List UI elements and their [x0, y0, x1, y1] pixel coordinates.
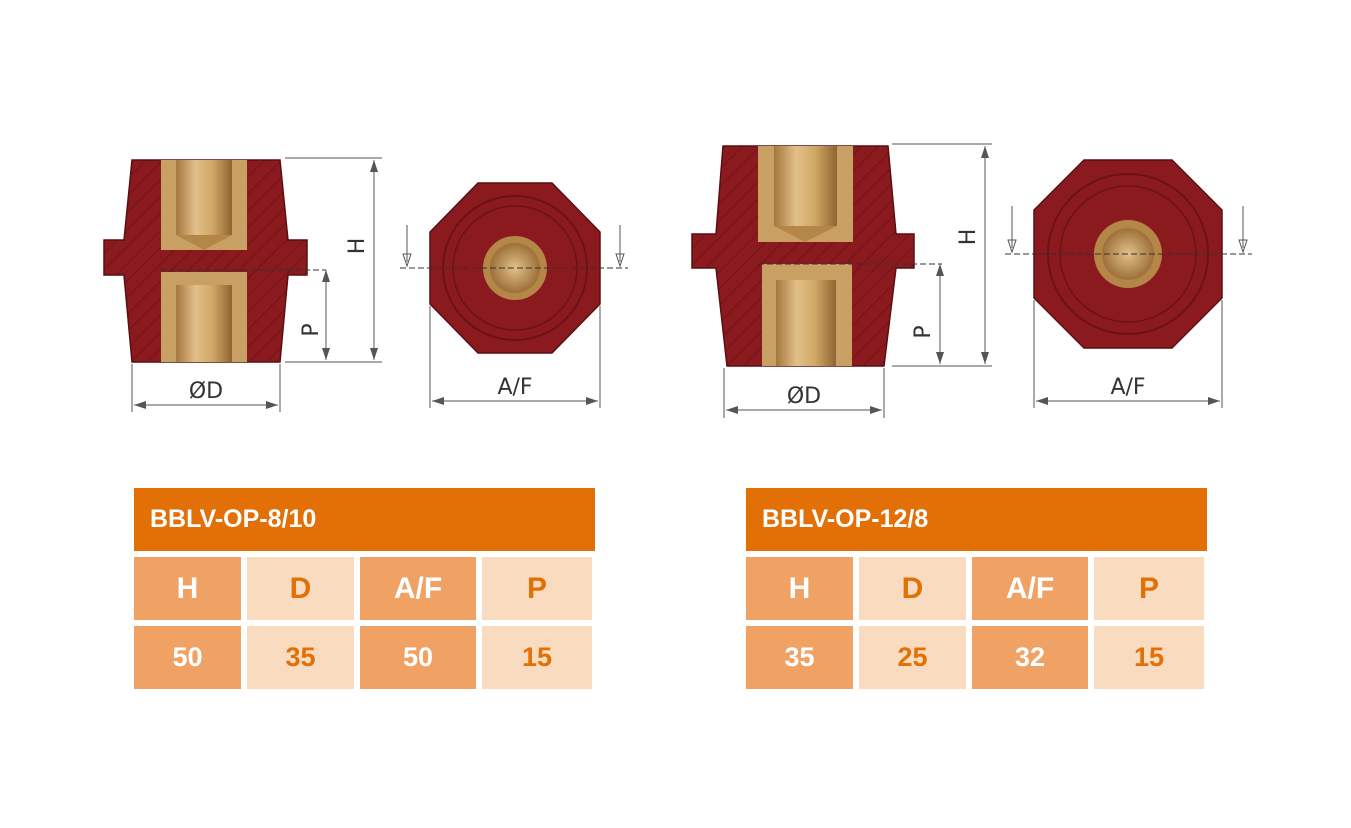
insulator-body — [691, 145, 915, 367]
upper-drill-point — [176, 235, 232, 250]
spec-table: BBLV-OP-12/8 H D A/F P 35 25 32 15 — [746, 488, 1207, 689]
value-row: 35 25 32 15 — [746, 626, 1207, 689]
lower-threaded-bore — [776, 280, 836, 366]
technical-drawing: H P ØD — [103, 157, 628, 412]
header-d: D — [247, 557, 354, 620]
product-title: BBLV-OP-12/8 — [746, 488, 1207, 551]
p-dimension-label: P — [911, 325, 936, 338]
product-bblv-op-8-10: H P ØD — [0, 0, 660, 828]
side-section-view: H P ØD — [103, 157, 382, 412]
product-bblv-op-12-8: H P ØD — [600, 0, 1260, 828]
header-af: A/F — [972, 557, 1088, 620]
value-d: 25 — [859, 626, 966, 689]
insulator-body — [103, 159, 308, 363]
top-view: A/F — [400, 182, 628, 408]
header-h: H — [746, 557, 853, 620]
product-title: BBLV-OP-8/10 — [134, 488, 595, 551]
h-dimension-label: H — [345, 238, 370, 255]
p-dimension-label: P — [299, 323, 324, 336]
header-h: H — [134, 557, 241, 620]
side-section-view: H P ØD — [691, 143, 992, 418]
header-row: H D A/F P — [134, 557, 595, 620]
upper-threaded-bore — [774, 146, 837, 226]
spec-table: BBLV-OP-8/10 H D A/F P 50 35 50 15 — [134, 488, 595, 689]
header-af: A/F — [360, 557, 476, 620]
upper-drill-point — [774, 226, 837, 242]
af-dimension-label: A/F — [1110, 375, 1145, 400]
value-d: 35 — [247, 626, 354, 689]
header-p: P — [1094, 557, 1204, 620]
top-view: A/F — [1005, 159, 1252, 408]
value-h: 50 — [134, 626, 241, 689]
value-p: 15 — [1094, 626, 1204, 689]
value-p: 15 — [482, 626, 592, 689]
upper-threaded-bore — [176, 160, 232, 235]
value-row: 50 35 50 15 — [134, 626, 595, 689]
header-d: D — [859, 557, 966, 620]
d-dimension-label: ØD — [189, 379, 223, 404]
af-dimension-label: A/F — [497, 375, 532, 400]
lower-threaded-bore — [176, 285, 232, 362]
technical-drawing: H P ØD — [691, 143, 1252, 418]
threaded-hole — [490, 243, 540, 293]
header-row: H D A/F P — [746, 557, 1207, 620]
value-h: 35 — [746, 626, 853, 689]
value-af: 32 — [972, 626, 1088, 689]
h-dimension-label: H — [956, 229, 981, 246]
value-af: 50 — [360, 626, 476, 689]
header-p: P — [482, 557, 592, 620]
d-dimension-label: ØD — [787, 384, 821, 409]
